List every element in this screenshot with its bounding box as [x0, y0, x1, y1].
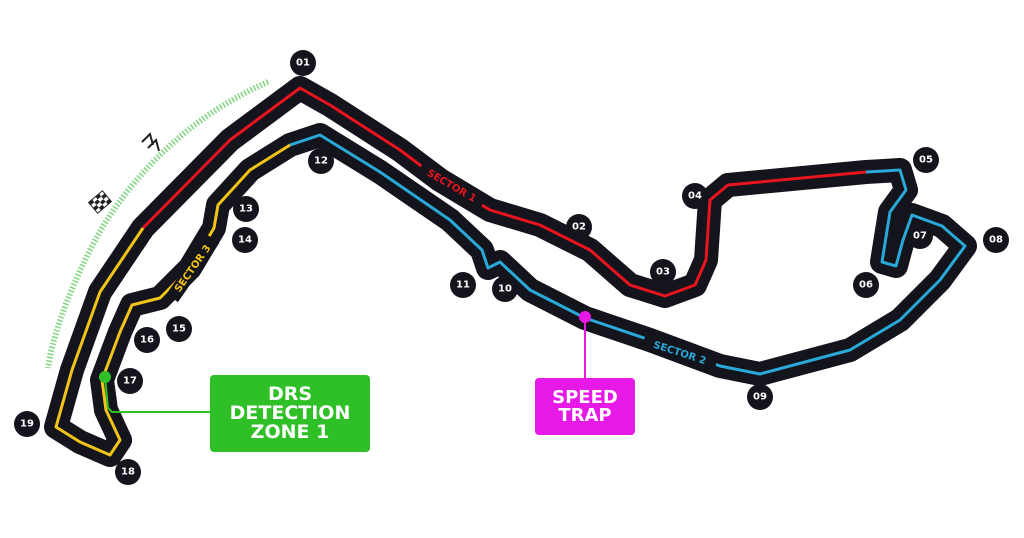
- speed-trap-line-1: SPEED: [552, 386, 618, 408]
- turn-marker-circle: [747, 384, 773, 410]
- turn-marker-15: 15: [166, 316, 192, 342]
- speed-trap-line-2: TRAP: [558, 404, 612, 426]
- drs-detection-zone-label: DRS DETECTION ZONE 1: [210, 375, 370, 452]
- chequered-flag-icon: [87, 190, 113, 214]
- turn-marker-4: 04: [682, 183, 708, 209]
- turn-number: 15: [172, 324, 186, 335]
- turn-number: 11: [456, 280, 470, 291]
- turn-marker-17: 17: [117, 368, 143, 394]
- turn-marker-1: 01: [290, 50, 316, 76]
- turn-number: 17: [123, 376, 137, 387]
- turn-number: 05: [919, 155, 933, 166]
- turn-number: 07: [913, 231, 927, 242]
- turn-marker-circle: [232, 227, 258, 253]
- drs-detection-marker: [99, 371, 111, 383]
- turn-marker-circle: [308, 148, 334, 174]
- drs-line-2: DETECTION: [229, 402, 351, 424]
- turn-number: 01: [296, 58, 310, 69]
- turn-marker-19: 19: [14, 411, 40, 437]
- turn-marker-2: 02: [566, 214, 592, 240]
- turn-marker-circle: [853, 272, 879, 298]
- turn-number: 03: [656, 267, 670, 278]
- turn-number: 13: [239, 204, 253, 215]
- turn-marker-circle: [682, 183, 708, 209]
- turn-marker-circle: [913, 147, 939, 173]
- turn-marker-circle: [492, 276, 518, 302]
- turn-marker-circle: [166, 316, 192, 342]
- turn-marker-circle: [117, 368, 143, 394]
- turn-marker-6: 06: [853, 272, 879, 298]
- turn-number: 14: [238, 235, 252, 246]
- turn-marker-13: 13: [233, 196, 259, 222]
- turn-number: 10: [498, 284, 512, 295]
- turn-marker-18: 18: [115, 459, 141, 485]
- turn-marker-circle: [450, 272, 476, 298]
- turn-marker-12: 12: [308, 148, 334, 174]
- turn-number: 02: [572, 222, 586, 233]
- turn-number: 12: [314, 156, 328, 167]
- turn-marker-circle: [290, 50, 316, 76]
- turn-number: 04: [688, 191, 702, 202]
- drs-chevrons-icon: [141, 132, 160, 152]
- turn-marker-8: 08: [983, 227, 1009, 253]
- drs-line-1: DRS: [267, 383, 313, 405]
- turn-marker-circle: [115, 459, 141, 485]
- turn-marker-10: 10: [492, 276, 518, 302]
- turn-number: 08: [989, 235, 1003, 246]
- turn-marker-3: 03: [650, 259, 676, 285]
- turn-marker-circle: [134, 327, 160, 353]
- turn-marker-circle: [907, 223, 933, 249]
- drs-line-3: ZONE 1: [250, 421, 330, 443]
- turn-marker-16: 16: [134, 327, 160, 353]
- turn-marker-circle: [233, 196, 259, 222]
- turn-number: 18: [121, 467, 135, 478]
- turn-number: 16: [140, 335, 154, 346]
- sector-1-line: [141, 86, 867, 298]
- turn-marker-7: 07: [907, 223, 933, 249]
- turn-marker-5: 05: [913, 147, 939, 173]
- turn-marker-14: 14: [232, 227, 258, 253]
- turn-number: 09: [753, 392, 767, 403]
- turn-marker-circle: [566, 214, 592, 240]
- turn-marker-circle: [650, 259, 676, 285]
- turn-number: 19: [20, 419, 34, 430]
- turn-marker-circle: [983, 227, 1009, 253]
- turn-marker-circle: [14, 411, 40, 437]
- turn-marker-11: 11: [450, 272, 476, 298]
- speed-trap-label: SPEED TRAP: [535, 378, 635, 435]
- sector-2-line: [289, 133, 967, 376]
- turn-number: 06: [859, 280, 873, 291]
- speed-trap-marker: [579, 311, 591, 323]
- turn-marker-9: 09: [747, 384, 773, 410]
